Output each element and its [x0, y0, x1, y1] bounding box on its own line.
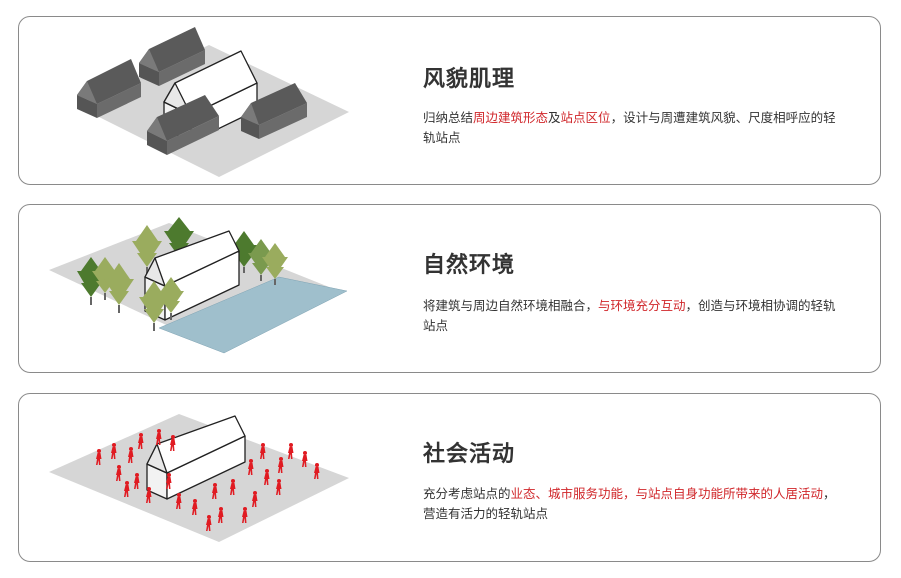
panel-description: 归纳总结周边建筑形态及站点区位，设计与周遭建筑风貌、尺度相呼应的轻轨站点: [423, 108, 843, 148]
description-text: ，营造有活力的轻轨站点: [423, 486, 836, 521]
people-illustration: [49, 414, 349, 542]
highlight-text: 业态、城市服务功能，与站点自身功能所带来的人居活动: [510, 486, 824, 501]
panel-nature: 自然环境 将建筑与周边自然环境相融合，与环境充分互动，创造与环境相协调的轻轨站点: [18, 204, 881, 373]
panel-title: 社会活动: [423, 442, 516, 467]
panel-social: 社会活动 充分考虑站点的业态、城市服务功能，与站点自身功能所带来的人居活动，营造…: [18, 393, 881, 562]
highlight-text: 周边建筑形态: [473, 110, 549, 125]
nature-illustration: [49, 217, 348, 354]
panel-title: 自然环境: [423, 253, 516, 278]
description-text: 及: [548, 110, 561, 125]
description-text: 将建筑与周边自然环境相融合，: [423, 298, 599, 313]
description-text: ，设计与周遭建筑风貌、尺度相呼应的轻轨站点: [423, 110, 836, 145]
panel-description: 将建筑与周边自然环境相融合，与环境充分互动，创造与环境相协调的轻轨站点: [423, 296, 843, 336]
description-text: ，创造与环境相协调的轻轨站点: [423, 298, 836, 333]
panel-texture: 风貌肌理 归纳总结周边建筑形态及站点区位，设计与周遭建筑风貌、尺度相呼应的轻轨站…: [18, 16, 881, 185]
description-text: 充分考虑站点的: [423, 486, 511, 501]
highlight-text: 站点区位: [560, 110, 611, 125]
buildings-illustration: [77, 27, 349, 177]
panel-description: 充分考虑站点的业态、城市服务功能，与站点自身功能所带来的人居活动，营造有活力的轻…: [423, 484, 843, 524]
description-text: 归纳总结: [423, 110, 474, 125]
highlight-text: 与环境充分互动: [598, 298, 686, 313]
panel-title: 风貌肌理: [423, 67, 516, 92]
